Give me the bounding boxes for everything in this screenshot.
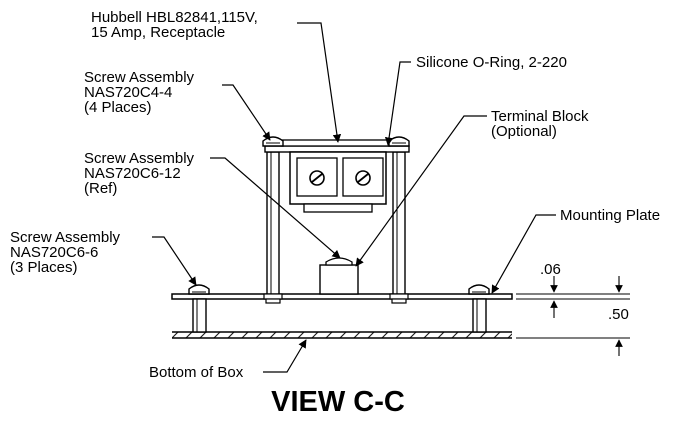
terminal-block: [319, 257, 359, 295]
base-standoff-left: [192, 298, 207, 333]
callout-terminal-block: Terminal Block (Optional): [491, 108, 589, 140]
post-left: [266, 151, 280, 295]
top-screw-head-left: [262, 136, 284, 147]
base-screw-head-right: [468, 284, 490, 295]
leader-lines: [152, 22, 556, 373]
post-screw-bottom-right: [389, 293, 409, 304]
callout-receptacle: Hubbell HBL82841,115V, 15 Amp, Receptacl…: [91, 9, 258, 41]
callout-bottom-of-box: Bottom of Box: [149, 364, 244, 381]
leader-screw-base: [152, 236, 197, 286]
base-screw-head-left: [188, 284, 210, 295]
receptacle-flange: [281, 139, 391, 147]
terminal-screw-left: [309, 170, 325, 186]
leader-terminal-block: [355, 115, 487, 267]
leader-mounting-plate: [491, 214, 556, 294]
dimension-plate-thickness: .06: [540, 261, 561, 278]
leader-oring: [384, 61, 411, 146]
mounting-plate: [171, 293, 513, 300]
leader-screw-ref: [210, 157, 341, 259]
callout-screw-base: Screw Assembly NAS720C6-6 (3 Places): [10, 229, 121, 276]
leader-receptacle: [297, 22, 342, 143]
callout-screw-ref: Screw Assembly NAS720C6-12 (Ref): [84, 150, 195, 197]
dimension-standoff-height: .50: [608, 306, 629, 323]
dimension-lines: [516, 276, 630, 356]
callout-oring: Silicone O-Ring, 2-220: [416, 54, 567, 71]
post-screw-bottom-left: [263, 293, 283, 304]
top-screw-head-right: [388, 136, 410, 147]
receptacle-body: [289, 151, 387, 213]
post-right: [392, 151, 406, 295]
terminal-screw-right: [355, 170, 371, 186]
bracket-plate: [264, 145, 410, 153]
callout-mounting-plate: Mounting Plate: [560, 207, 661, 224]
leader-screw-top: [222, 84, 271, 141]
base-standoff-right: [472, 298, 487, 333]
view-title: VIEW C-C: [271, 386, 405, 418]
callout-screw-top: Screw Assembly NAS720C4-4 (4 Places): [84, 69, 195, 116]
leader-bottom-box: [263, 339, 307, 373]
bottom-of-box: [172, 331, 512, 339]
